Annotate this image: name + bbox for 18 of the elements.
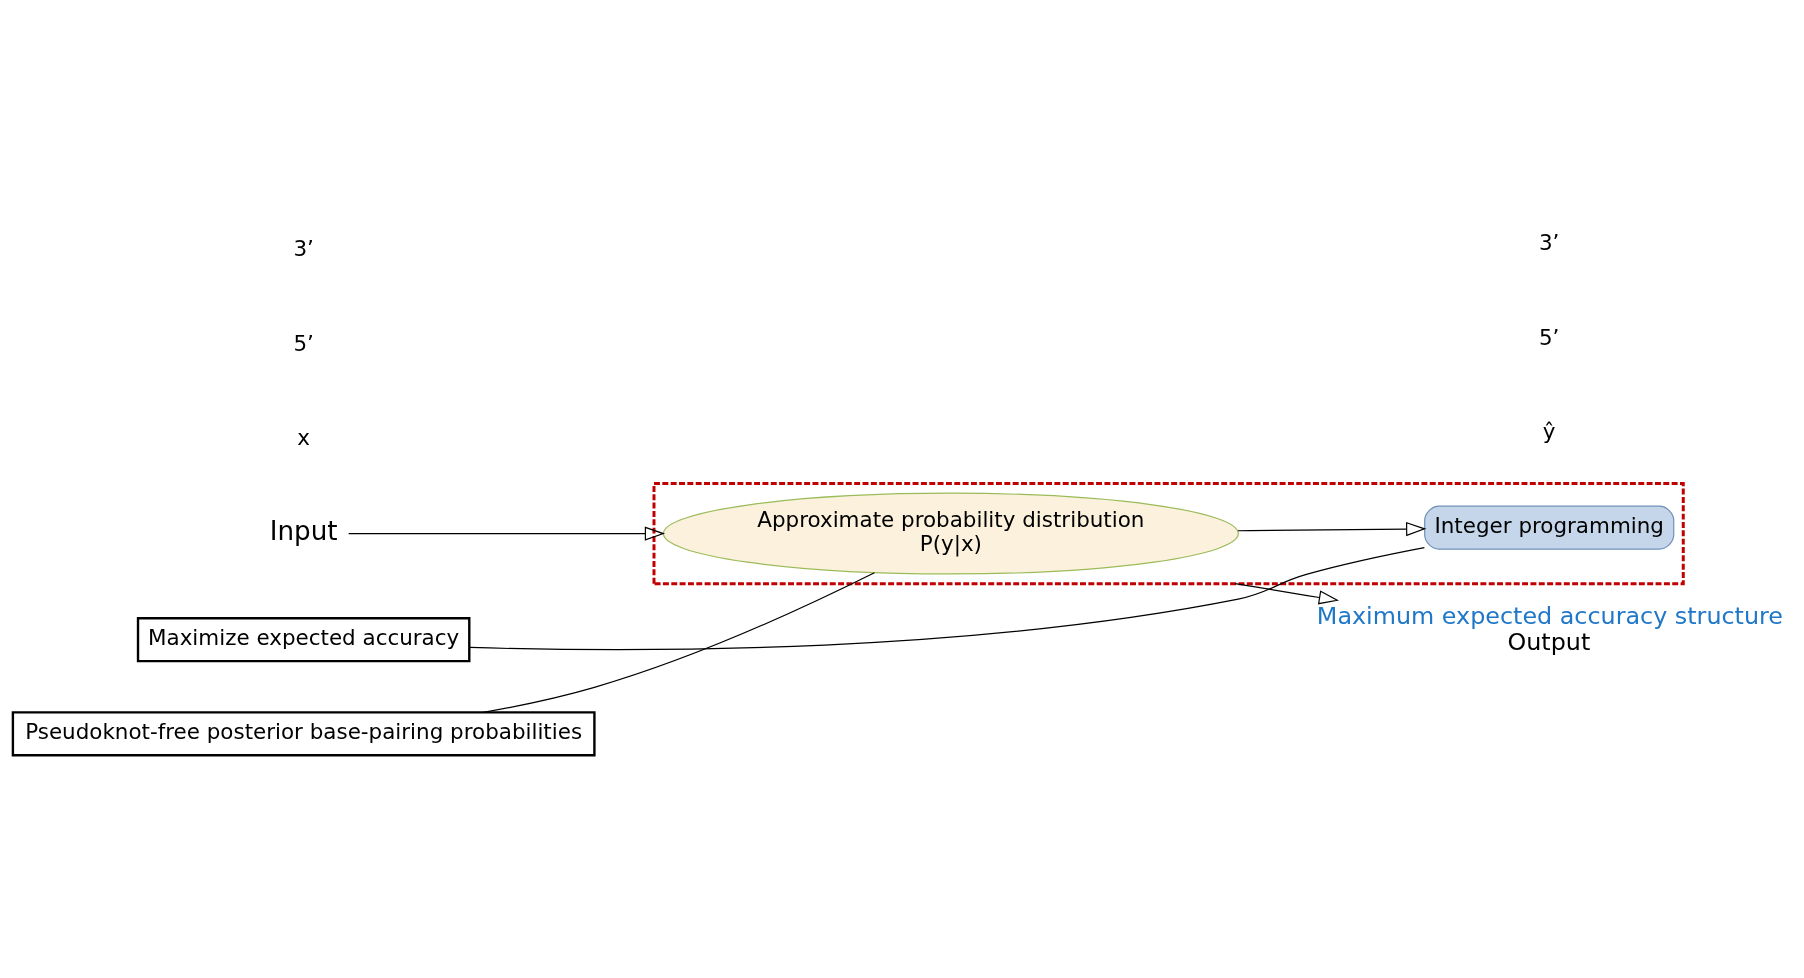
node-text: Input <box>269 515 338 546</box>
connector <box>468 546 1425 650</box>
arrow <box>1237 521 1427 536</box>
cluster <box>652 481 1685 585</box>
label: 3’ <box>293 235 314 261</box>
label: ŷ <box>1542 418 1556 444</box>
label: x <box>297 424 310 450</box>
label: 5’ <box>293 330 314 356</box>
node-text: Maximum expected accuracy structure Output <box>1316 601 1783 656</box>
arrow <box>1234 582 1340 604</box>
label: 5’ <box>1538 324 1560 350</box>
node-box: Integer programming <box>1424 505 1675 550</box>
arrow <box>348 526 666 541</box>
label: 3’ <box>1538 229 1560 255</box>
node-ellipse: Approximate probability distribution P(y|x) <box>662 492 1239 575</box>
node-box: Pseudoknot-free posterior base-pairing probabilities <box>11 710 596 756</box>
connector <box>482 571 876 713</box>
node-box: Maximize expected accuracy <box>136 616 471 662</box>
